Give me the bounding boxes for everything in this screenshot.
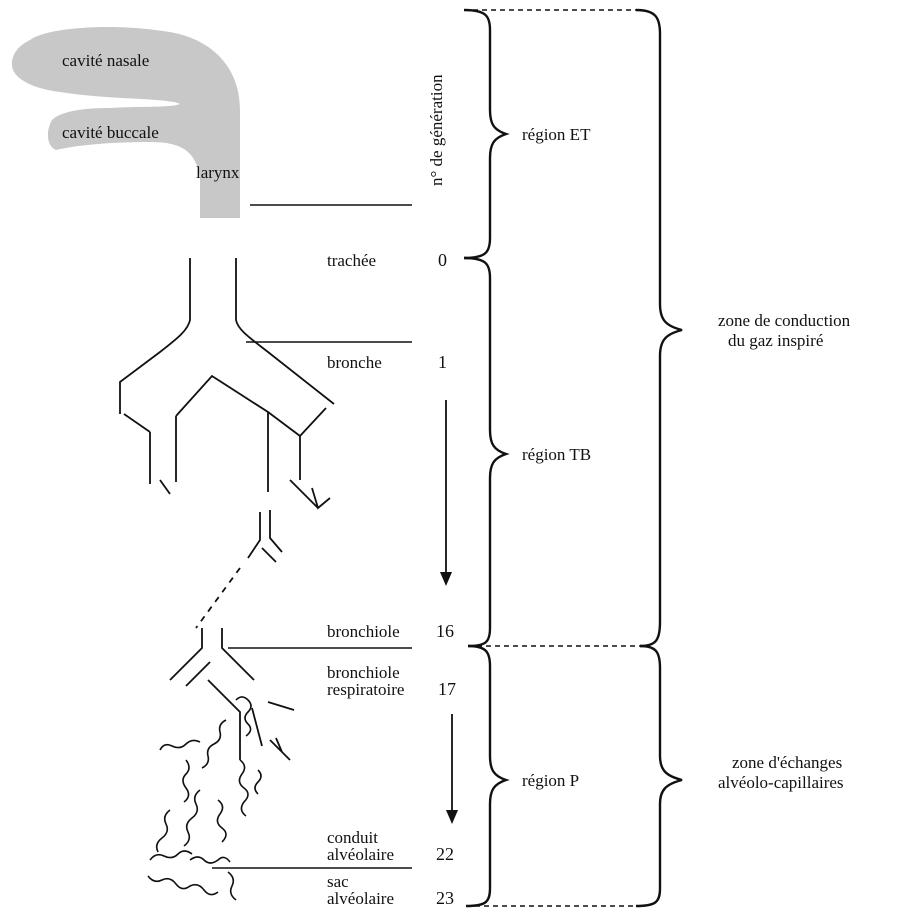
leader-lines	[212, 204, 412, 869]
upper-airway-shape	[11, 26, 240, 218]
region-et-label: région ET	[522, 125, 591, 144]
trachea-label: trachée	[327, 251, 376, 270]
dashed-continuation	[195, 567, 241, 629]
exchange-zone-label-line1: zone d'échanges	[732, 753, 842, 772]
alveolar-sac-label-line2: alvéolaire	[327, 889, 394, 908]
upper-airway-silhouette	[11, 26, 240, 218]
nasal-cavity-label: cavité nasale	[62, 51, 149, 70]
region-p-label: région P	[522, 771, 579, 790]
arrow-1-head	[440, 572, 452, 586]
lower-branches	[247, 510, 283, 563]
exchange-zone-label-line2: alvéolo-capillaires	[718, 773, 844, 792]
bronchus-label: bronche	[327, 353, 382, 372]
exchange-zone-brace	[635, 644, 683, 908]
bronchiole-label: bronchiole	[327, 622, 400, 641]
trachea-left-wall	[119, 258, 191, 414]
generation-arrows	[440, 400, 458, 824]
zone-braces	[635, 8, 683, 908]
alveolar-duct-label-line1: conduit	[327, 828, 378, 847]
arrow-2-head	[446, 810, 458, 824]
generation-number-17: 17	[438, 679, 456, 699]
generation-number-0: 0	[438, 250, 447, 270]
alveolar-duct-label-line2: alvéolaire	[327, 845, 394, 864]
bronchial-tree	[119, 258, 335, 901]
generation-number-22: 22	[436, 844, 454, 864]
larynx-label: larynx	[196, 163, 240, 182]
terminal-bronchiole-branch	[169, 628, 255, 687]
conduction-zone-label-line1: zone de conduction	[718, 311, 851, 330]
right-branch-ends	[289, 479, 331, 510]
left-branch-ends	[123, 413, 171, 495]
region-p-brace	[465, 644, 510, 908]
alveolar-clusters	[147, 696, 262, 901]
respiratory-bronchiole-branches	[207, 679, 295, 761]
trachea-right-wall	[235, 258, 335, 405]
conduction-zone-label-line2: du gaz inspiré	[728, 331, 823, 350]
generation-axis-label: n° de génération	[427, 74, 446, 186]
oral-cavity-label: cavité buccale	[62, 123, 159, 142]
generation-number-23: 23	[436, 888, 454, 908]
region-braces	[463, 8, 510, 908]
main-bifurcation	[175, 374, 327, 492]
conduction-zone-brace	[635, 8, 683, 648]
region-tb-brace	[463, 256, 510, 648]
region-tb-label: région TB	[522, 445, 591, 464]
alveolar-sac-label-line1: sac	[327, 872, 349, 891]
region-et-brace	[463, 8, 510, 260]
respiratory-bronchiole-label-line1: bronchiole	[327, 663, 400, 682]
generation-number-1: 1	[438, 352, 447, 372]
generation-number-16: 16	[436, 621, 454, 641]
boundary-lines	[464, 9, 640, 907]
respiratory-bronchiole-label-line2: respiratoire	[327, 680, 404, 699]
